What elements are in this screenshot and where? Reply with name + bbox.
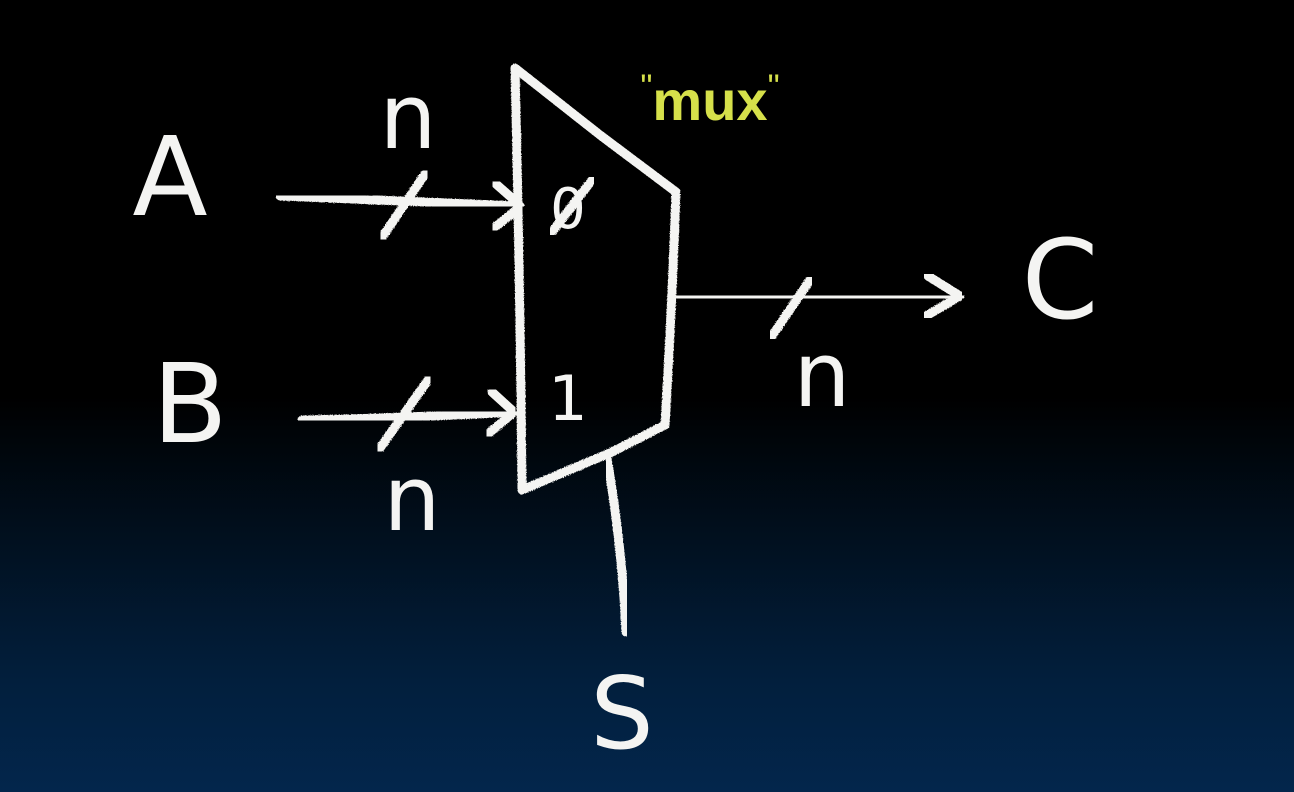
port-1-label: 1 [548,362,587,435]
select-wire [602,453,631,637]
input-b-arrowhead [483,387,519,439]
port-0-zero-slash [547,175,597,237]
input-b-label: B [152,340,227,468]
select-s-label: S [590,655,653,772]
output-c-label: C [1022,216,1099,344]
title-close-quote: " [768,68,780,106]
output-c-arrowhead [921,271,965,321]
input-b-bus-slash [375,375,433,453]
output-c-wire [671,291,965,303]
input-a-label: A [132,113,207,241]
input-a-wire [275,191,525,211]
title-text: mux [652,69,767,132]
input-a-bus-slash [378,169,430,241]
diagram-title: "mux" [640,68,779,132]
title-open-quote: " [640,68,652,106]
output-c-bus-slash [767,275,815,341]
output-c-width-label: n [793,323,850,428]
input-a-arrowhead [489,179,526,233]
input-b-width-label: n [383,447,440,552]
input-a-width-label: n [379,65,436,170]
